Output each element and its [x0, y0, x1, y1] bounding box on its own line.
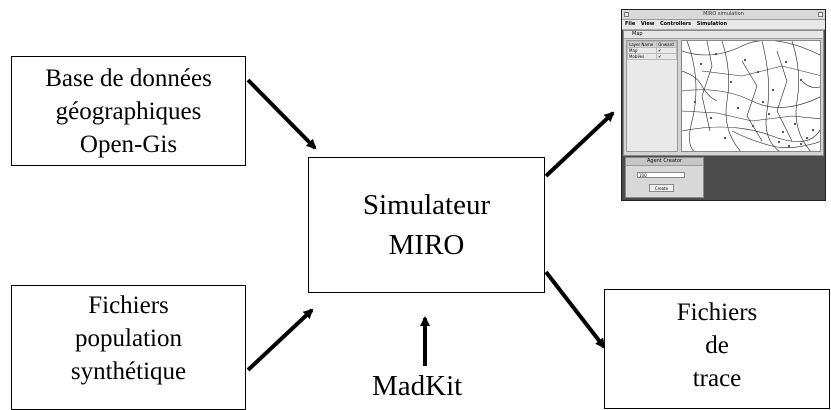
menu-file: File: [625, 21, 636, 27]
trace-line-1: Fichiers: [676, 299, 758, 326]
agent-creator-title: Agent Creator: [626, 158, 703, 166]
arrows-layer: [246, 78, 615, 372]
trace-box: Fichiers de trace: [604, 289, 830, 409]
arrow-simulator-to-trace: [544, 270, 606, 349]
layer-table: Layer Name Onward Map ✔ Mobiles ✔: [626, 40, 678, 152]
menu-controllers: Controllers: [659, 21, 692, 27]
population-line-2: population: [75, 325, 182, 352]
arrow-simulator-to-screenshot: [544, 111, 615, 178]
population-box: Fichiers population synthétique: [11, 285, 246, 410]
population-line-1: Fichiers: [88, 292, 169, 319]
screenshot-menubar: File View Controllers Simulation: [622, 20, 825, 30]
menu-simulation: Simulation: [696, 21, 728, 27]
map-canvas: [681, 40, 821, 152]
database-line-3: Open-Gis: [79, 130, 178, 158]
menu-view: View: [640, 21, 655, 27]
map-panel: Map Layer Name Onward Map ✔ Mobiles ✔: [623, 30, 824, 156]
layer-col-onward: Onward: [656, 41, 677, 48]
road-network: [682, 41, 820, 151]
arrow-database-to-simulator: [246, 78, 317, 150]
screenshot-titlebar: MIRO simulation: [622, 10, 825, 20]
database-line-1: Base de données: [45, 64, 212, 92]
simulator-line-1: Simulateur: [362, 189, 491, 221]
trace-line-2: de: [705, 332, 729, 359]
trace-line-3: trace: [692, 365, 742, 392]
screenshot-window-title: MIRO simulation: [703, 11, 744, 17]
madkit-label: MadKit: [372, 370, 463, 402]
layer-col-name: Layer Name: [626, 41, 658, 48]
simulator-line-2: MIRO: [388, 229, 465, 261]
close-icon: [818, 12, 823, 17]
simulator-screenshot: MIRO simulation File View Controllers Si…: [621, 9, 826, 201]
agent-count-input: 100: [637, 172, 685, 178]
table-row: Mobiles ✔: [626, 53, 677, 60]
layer-check: ✔: [656, 53, 677, 60]
agent-creator-dialog: Agent Creator 100 Create: [625, 157, 704, 198]
map-header: Map: [624, 31, 823, 39]
database-line-2: géographiques: [55, 97, 202, 125]
arrow-population-to-simulator: [246, 308, 314, 372]
population-line-3: synthétique: [70, 358, 187, 385]
simulator-box: Simulateur MIRO: [308, 157, 545, 293]
database-box: Base de données géographiques Open-Gis: [11, 56, 246, 166]
map-title: Map: [632, 31, 643, 37]
window-menu-icon: [624, 12, 629, 17]
layer-name: Mobiles: [626, 53, 658, 60]
create-button: Create: [649, 184, 674, 192]
